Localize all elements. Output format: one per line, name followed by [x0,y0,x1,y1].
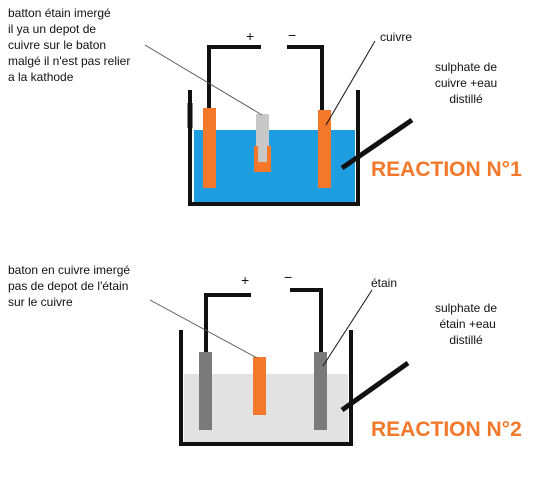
reaction-1-setup [144,40,414,206]
reaction-1-plus-sign: + [246,28,255,44]
copper-deposit-on-tin [254,146,271,172]
copper-cathode-1 [318,110,331,188]
reaction-1-note: batton étain imergé il ya un depot de cu… [8,6,131,84]
reaction-2-minus-sign: − [284,269,293,285]
reaction-2-title: REACTION N°2 [371,418,522,441]
pointer-note-2 [149,299,258,359]
reaction-2-setup [149,288,410,446]
copper-anode-1 [203,108,216,188]
tin-cathode-2 [314,352,327,430]
reaction-2-plus-sign: + [241,272,250,288]
wire-2-minus [290,288,323,356]
wire-1-plus [207,45,261,108]
solution-label-1: sulphate de cuivre +eau distillé [434,60,498,106]
pointer-note-1 [144,44,263,116]
pointer-solution-2 [340,360,410,413]
tin-anode-2 [199,352,212,430]
beaker-2 [179,330,353,446]
electrode-label-etain: étain [371,276,398,290]
pointer-cuivre [325,40,376,126]
solution-label-2: sulphate de étain +eau distillé [434,301,498,347]
pointer-etain [322,289,373,367]
reaction-1-minus-sign: − [288,27,297,43]
pointer-solution-1 [340,117,414,171]
electrode-label-cuivre: cuivre [380,30,413,44]
reaction-2-note: baton en cuivre imergé pas de depot de l… [8,263,131,309]
wire-2-plus [204,293,251,352]
wire-1-minus [287,45,324,112]
copper-rod-2 [253,357,266,415]
tin-rod-1 [256,114,269,166]
reaction-1-title: REACTION N°1 [371,158,522,181]
beaker-1 [188,90,360,206]
